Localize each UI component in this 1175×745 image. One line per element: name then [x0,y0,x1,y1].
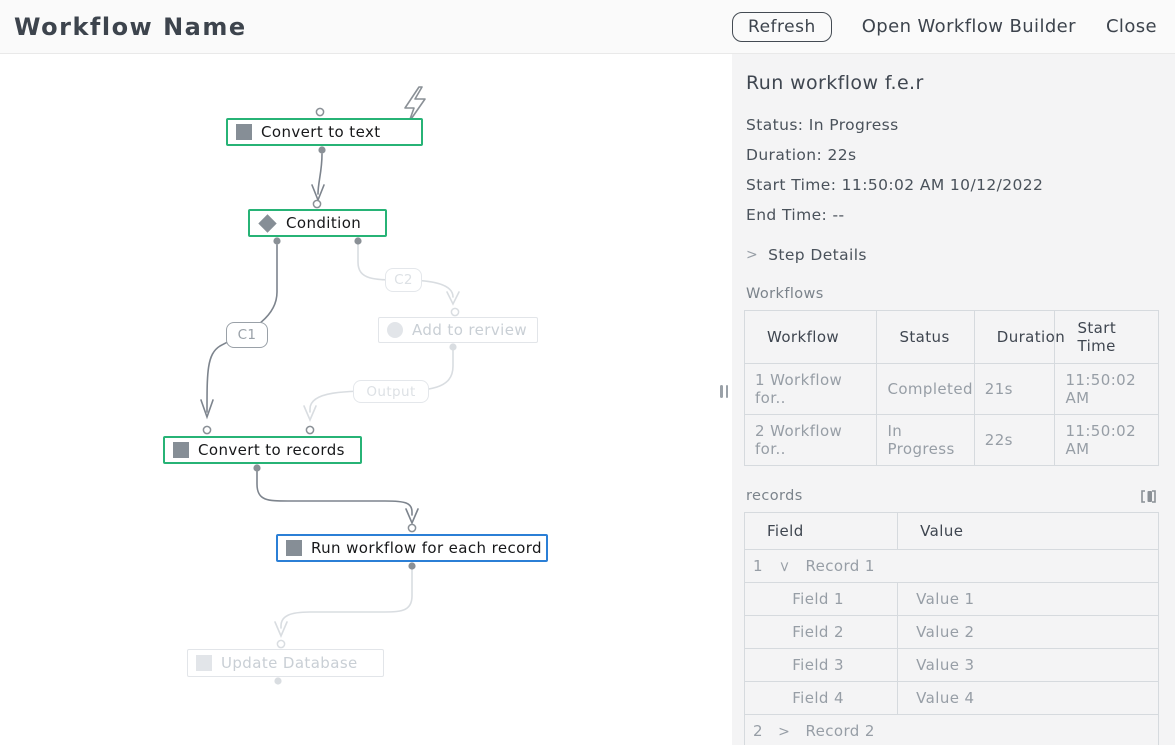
port-in-convert-to-records-2[interactable] [305,425,315,435]
step-details-toggle[interactable]: > Step Details [746,246,1159,264]
edge-label-c1[interactable]: C1 [226,322,268,348]
port-out-convert-to-text[interactable] [318,146,326,154]
col-field: Field [744,512,898,550]
workflow-row[interactable]: 2 Workflow for.. In Progress 22s 11:50:0… [744,414,1159,466]
node-label: Update Database [221,654,358,672]
open-workflow-builder-button[interactable]: Open Workflow Builder [861,16,1076,37]
step-square-icon [286,540,302,556]
condition-diamond-icon [258,213,277,233]
step-square-icon [236,124,252,140]
node-label: Run workflow for each record [311,539,542,557]
record-row[interactable]: 1 > Record 1 [744,549,1159,583]
record-index: 1 [753,557,763,575]
cell-field: Field 2 [744,615,898,649]
field-row[interactable]: Field 4 Value 4 [744,681,1159,715]
cell-start-time: 11:50:02 AM [1054,363,1159,415]
records-table: Field Value 1 > Record 1 Field 1 Value 1… [744,512,1159,745]
port-out-condition-left[interactable] [273,237,281,245]
port-in-condition[interactable] [312,199,322,209]
cell-field: Field 4 [744,681,898,715]
node-label: Condition [286,214,362,232]
port-out-convert-to-records[interactable] [253,464,261,472]
record-row[interactable]: 2 > Record 2 [744,714,1159,745]
port-in-update-database[interactable] [276,639,286,649]
edge-label-output[interactable]: Output [353,380,429,403]
step-square-icon [196,655,212,671]
node-label: Add to rerview [412,321,528,339]
col-duration: Duration [973,310,1065,364]
header-actions: Refresh Open Workflow Builder Close [732,11,1157,42]
header-bar: Workflow Name Refresh Open Workflow Buil… [0,0,1175,54]
status-line: Status: In Progress [746,116,899,134]
col-status: Status [876,310,975,364]
workflows-section-label: Workflows [746,286,824,302]
refresh-button[interactable]: Refresh [732,11,832,42]
col-workflow: Workflow [744,310,877,364]
cell-value: Value 1 [897,582,1159,616]
panel-resize-handle[interactable] [720,385,728,398]
col-start-time: Start Time [1054,310,1159,364]
node-update-database[interactable]: Update Database [187,649,384,677]
port-in-convert-to-text[interactable] [315,107,325,117]
port-out-add-to-rerview[interactable] [449,343,457,351]
port-out-update-database[interactable] [274,677,282,685]
col-value: Value [897,512,1159,550]
details-panel: Run workflow f.e.r Status: In Progress D… [732,54,1175,745]
node-label: Convert to text [261,123,381,141]
records-section-label: records [746,488,803,504]
cell-status: Completed [876,363,975,415]
chevron-down-icon[interactable]: > [776,560,793,574]
end-time-line: End Time: -- [746,206,845,224]
record-name: Record 1 [805,557,875,575]
node-convert-to-records[interactable]: Convert to records [163,436,362,464]
lightning-icon [404,86,426,123]
step-circle-icon [387,322,403,338]
cell-field: Field 1 [744,582,898,616]
workflow-canvas[interactable]: Convert to text Condition Add to rerview… [0,54,732,745]
cell-status: In Progress [876,414,975,466]
cell-duration: 21s [973,363,1055,415]
cell-start-time: 11:50:02 AM [1054,414,1159,466]
expand-brackets-icon[interactable] [1140,489,1157,504]
cell-workflow: 2 Workflow for.. [744,414,877,466]
field-row[interactable]: Field 2 Value 2 [744,615,1159,649]
port-in-convert-to-records-1[interactable] [202,425,212,435]
node-condition[interactable]: Condition [248,209,387,237]
edges-layer [200,86,460,685]
port-out-condition-right[interactable] [354,237,362,245]
chevron-right-icon[interactable]: > [778,724,791,740]
workflow-row[interactable]: 1 Workflow for.. Completed 21s 11:50:02 … [744,363,1159,415]
port-out-run-workflow[interactable] [408,562,416,570]
node-convert-to-text[interactable]: Convert to text [226,118,423,146]
edge-label-c2[interactable]: C2 [385,268,422,292]
field-row[interactable]: Field 1 Value 1 [744,582,1159,616]
cell-duration: 22s [973,414,1055,466]
cell-field: Field 3 [744,648,898,682]
duration-line: Duration: 22s [746,146,857,164]
page-title: Workflow Name [14,12,247,41]
cell-value: Value 2 [897,615,1159,649]
table-header-row: Field Value [744,512,1159,550]
field-row[interactable]: Field 3 Value 3 [744,648,1159,682]
record-name: Record 2 [805,722,875,740]
node-add-to-rerview[interactable]: Add to rerview [378,317,538,343]
close-button[interactable]: Close [1105,16,1157,37]
run-title: Run workflow f.e.r [746,72,924,94]
node-label: Convert to records [198,441,345,459]
cell-value: Value 4 [897,681,1159,715]
step-square-icon [173,442,189,458]
cell-workflow: 1 Workflow for.. [744,363,877,415]
cell-value: Value 3 [897,648,1159,682]
port-in-run-workflow[interactable] [407,523,417,533]
start-time-line: Start Time: 11:50:02 AM 10/12/2022 [746,176,1044,194]
step-details-label: Step Details [768,246,867,264]
chevron-right-icon: > [746,247,759,263]
workflows-table: Workflow Status Duration Start Time 1 Wo… [744,310,1159,466]
port-in-add-to-rerview[interactable] [450,307,460,317]
table-header-row: Workflow Status Duration Start Time [744,310,1159,364]
record-index: 2 [753,722,763,740]
node-run-workflow-for-each-record[interactable]: Run workflow for each record [276,534,548,562]
